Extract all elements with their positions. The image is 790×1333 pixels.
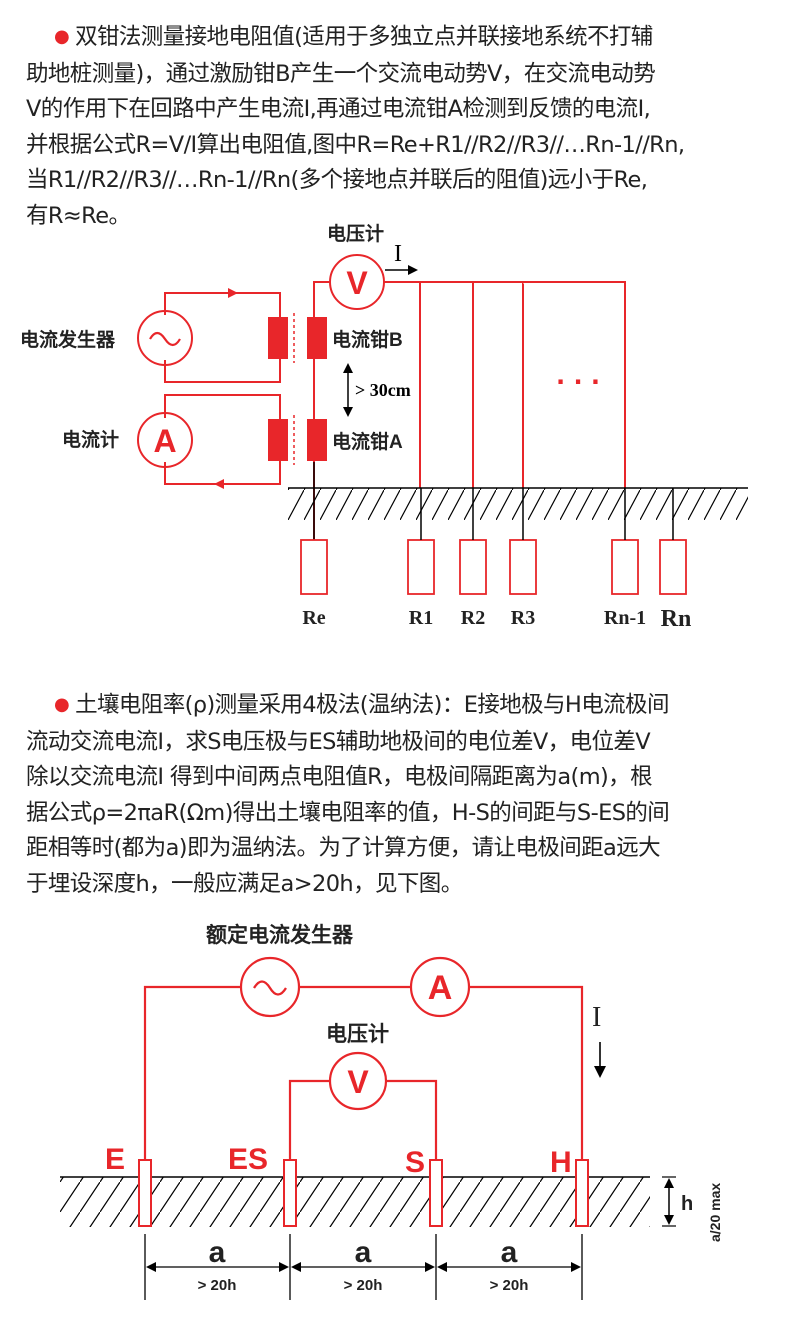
current-arrow-down-icon bbox=[594, 1066, 606, 1078]
voltmeter-label: 电压计 bbox=[326, 1023, 389, 1046]
clamp-b-label: 电流钳B bbox=[332, 328, 403, 351]
clamp-a-core-left bbox=[268, 419, 288, 461]
double-clamp-diagram: I > 30cm Re R1 R2 R3 Rn-1 Rn · · · V bbox=[20, 222, 748, 632]
resistor-rn bbox=[659, 539, 687, 595]
spacing-label-2: a bbox=[355, 1236, 372, 1269]
electrode-label-es: ES bbox=[228, 1143, 268, 1176]
voltmeter-circle bbox=[328, 1051, 388, 1111]
spacing-arrow-icon bbox=[437, 1262, 447, 1272]
resistor-label-r2: R2 bbox=[461, 607, 485, 629]
electrode-s bbox=[429, 1159, 443, 1227]
ammeter-arrow-icon bbox=[214, 479, 224, 489]
sine-wave-icon bbox=[253, 980, 287, 996]
top-bus-wire bbox=[384, 281, 626, 488]
clamp-a-label: 电流钳A bbox=[332, 430, 403, 453]
bullet-icon: ● bbox=[54, 26, 70, 47]
spacing-sub-label-2: > 20h bbox=[344, 1277, 383, 1294]
ground-hatch bbox=[288, 488, 748, 520]
resistor-re bbox=[300, 539, 328, 595]
section2-line-3: 据公式ρ=2πaR(Ωm)得出土壤电阻率的值，H-S的间距与S-ES的间 bbox=[26, 799, 670, 826]
electrode-label-e: E bbox=[105, 1143, 125, 1176]
electrode-label-s: S bbox=[405, 1146, 425, 1179]
clamp-b-core-left bbox=[268, 317, 288, 359]
spacing-arrow-icon bbox=[571, 1262, 581, 1272]
ammeter-circle bbox=[409, 956, 471, 1018]
section2-paragraph: ●土壤电阻率(ρ)测量采用4极法(温纳法)：E接地极与H电流极间 流动交流电流I… bbox=[26, 688, 771, 902]
generator-circle bbox=[137, 310, 193, 366]
ammeter-label: 电流计 bbox=[62, 428, 119, 451]
electrode-h bbox=[575, 1159, 589, 1227]
resistor-label-rn: Rn bbox=[661, 606, 692, 632]
section2-line-4: 距相等时(都为a)即为温纳法。为了计算方便，请让电极间距a远大 bbox=[26, 835, 661, 861]
voltmeter-symbol: V bbox=[347, 1064, 369, 1100]
spacing-label-3: a bbox=[501, 1236, 518, 1269]
voltmeter-symbol: V bbox=[346, 265, 368, 301]
ground-hatch bbox=[60, 1177, 650, 1227]
section1-line-4: 当R1//R2//R3//…Rn-1//Rn(多个接地点并联后的阻值)远小于Re… bbox=[26, 167, 648, 193]
spacing-arrow-icon bbox=[279, 1262, 289, 1272]
sine-wave-icon bbox=[149, 331, 181, 347]
ammeter-symbol: A bbox=[153, 423, 176, 459]
wenner-method-diagram: A V 额定电流发生器 电压计 I E ES S H h a/20 max a … bbox=[60, 923, 723, 1300]
distance-arrow-up-icon bbox=[343, 363, 353, 373]
current-label: I bbox=[394, 241, 402, 267]
distance-arrow-down-icon bbox=[343, 407, 353, 417]
resistor-r1 bbox=[407, 539, 435, 595]
resistor-r3 bbox=[509, 539, 537, 595]
electrode-e bbox=[138, 1159, 152, 1227]
voltmeter-circle bbox=[329, 254, 385, 310]
s-wire bbox=[386, 1079, 438, 1160]
current-label: I bbox=[592, 1002, 601, 1033]
resistor-rn-1 bbox=[611, 539, 639, 595]
distance-label: > 30cm bbox=[355, 380, 411, 400]
electrode-label-h: H bbox=[550, 1146, 572, 1179]
spacing-arrow-icon bbox=[291, 1262, 301, 1272]
section2-line-0: ●土壤电阻率(ρ)测量采用4极法(温纳法)：E接地极与H电流极间 bbox=[54, 692, 669, 718]
spacing-arrow-icon bbox=[425, 1262, 435, 1272]
electrode-es bbox=[283, 1159, 297, 1227]
current-arrow-icon bbox=[408, 265, 418, 275]
clamp-b-core-right bbox=[307, 317, 327, 359]
depth-arrow-up-icon bbox=[664, 1178, 674, 1188]
section1-line-1: 助地桩测量)，通过激励钳B产生一个交流电动势V，在交流电动势 bbox=[26, 60, 656, 87]
section1-paragraph: ●双钳法测量接地电阻值(适用于多独立点并联接地系统不打辅 助地桩测量)，通过激励… bbox=[26, 20, 771, 234]
generator-circle bbox=[239, 956, 301, 1018]
resistor-label-r3: R3 bbox=[511, 607, 535, 629]
depth-max-label: a/20 max bbox=[707, 1183, 723, 1242]
generator-arrow-icon bbox=[228, 288, 238, 298]
resistor-label-re: Re bbox=[302, 607, 325, 629]
ellipsis-label: · · · bbox=[556, 368, 600, 396]
ammeter-symbol: A bbox=[428, 969, 453, 1007]
spacing-sub-label-1: > 20h bbox=[198, 1277, 237, 1294]
ammeter-loop-wire bbox=[164, 394, 281, 485]
section1-line-3: 并根据公式R=V/I算出电阻值,图中R=Re+R1//R2//R3//…Rn-1… bbox=[26, 131, 685, 158]
section2-line-1: 流动交流电流I，求S电压极与ES辅助地极间的电位差V，电位差V bbox=[26, 728, 651, 755]
spacing-label-1: a bbox=[209, 1236, 226, 1269]
spacing-sub-label-3: > 20h bbox=[490, 1277, 529, 1294]
clamp-a-core-right bbox=[307, 419, 327, 461]
spacing-arrow-icon bbox=[146, 1262, 156, 1272]
ammeter-circle bbox=[137, 412, 193, 468]
section1-line-2: V的作用下在回路中产生电流I,再通过电流钳A检测到反馈的电流I, bbox=[26, 96, 651, 122]
depth-label: h bbox=[681, 1193, 693, 1215]
section2-line-2: 除以交流电流I 得到中间两点电阻值R，电极间隔距离为a(m)，根 bbox=[26, 764, 653, 790]
e-wire bbox=[143, 985, 241, 1160]
generator-label: 额定电流发生器 bbox=[206, 923, 354, 947]
resistor-label-rn-1: Rn-1 bbox=[604, 607, 646, 629]
section1-line-5: 有R≈Re。 bbox=[26, 202, 131, 229]
section1-line-0: ●双钳法测量接地电阻值(适用于多独立点并联接地系统不打辅 bbox=[54, 24, 653, 50]
resistor-label-r1: R1 bbox=[409, 607, 433, 629]
h-wire bbox=[469, 985, 584, 1160]
es-wire bbox=[288, 1079, 330, 1160]
resistor-r2 bbox=[459, 539, 487, 595]
generator-loop-wire bbox=[164, 292, 281, 383]
depth-arrow-down-icon bbox=[664, 1215, 674, 1225]
section2-line-5: 于埋设深度h，一般应满足a>20h，见下图。 bbox=[26, 870, 463, 897]
bullet-icon: ● bbox=[54, 694, 70, 715]
voltmeter-label: 电压计 bbox=[327, 222, 384, 245]
generator-label: 电流发生器 bbox=[20, 328, 116, 351]
